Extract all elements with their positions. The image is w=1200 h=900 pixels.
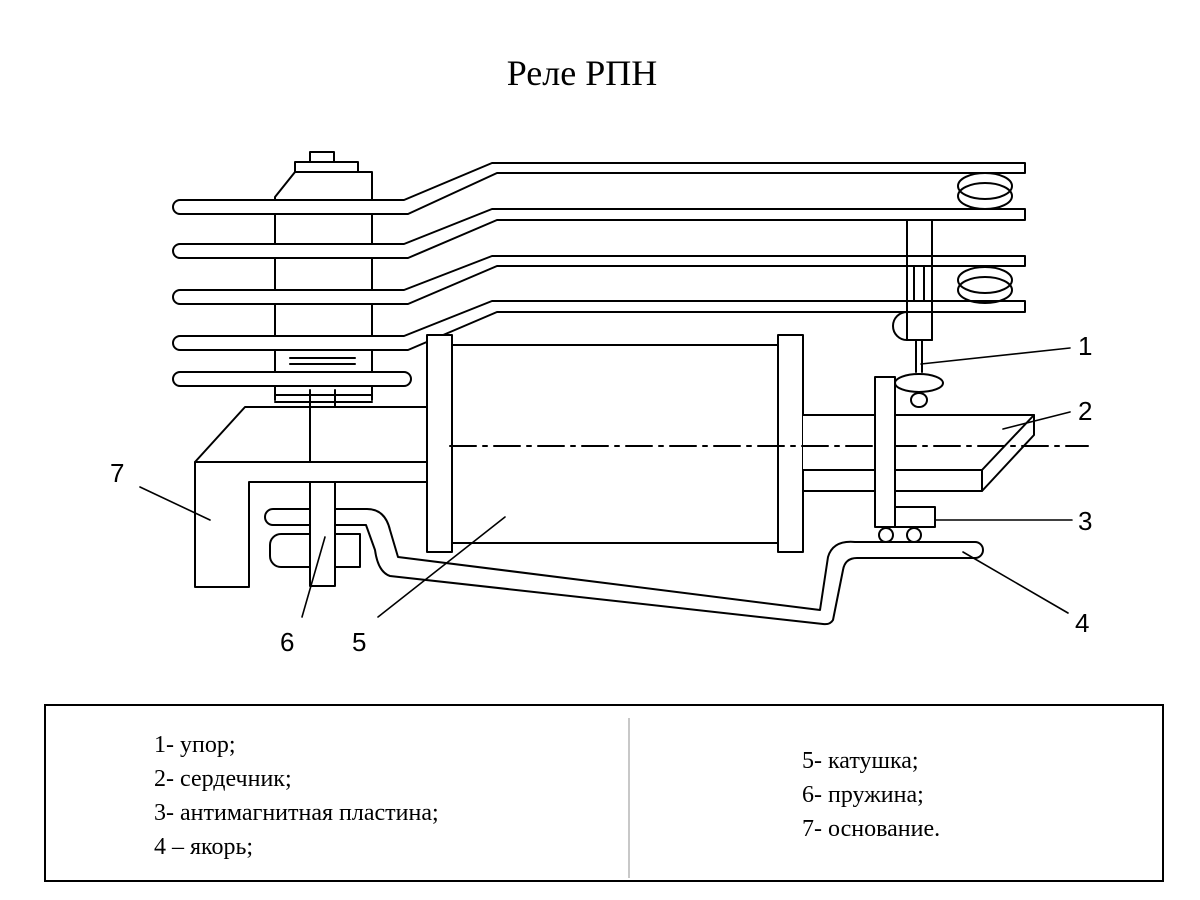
legend-left-column: 1- упор; 2- сердечник; 3- антимагнитная … [154,728,439,864]
coil [426,334,804,553]
legend-divider [628,718,630,878]
legend-item-stop: 1- упор; [154,732,236,758]
leader-lines [139,347,1073,618]
diagram-title: Реле РПН [506,53,658,93]
contact-rivets [957,172,1013,304]
legend-item-core: 2- сердечник; [154,766,292,792]
legend-item-armature: 4 – якорь; [154,834,254,860]
callout-7: 7 [110,458,124,488]
contact-springs [172,162,1026,387]
armature [264,508,984,626]
callout-6: 6 [280,627,294,657]
callout-3: 3 [1078,506,1092,536]
legend-item-antimagnetic-plate: 3- антимагнитная пластина; [154,800,439,826]
callout-1: 1 [1078,331,1092,361]
legend-item-base: 7- основание. [802,816,941,842]
callout-4: 4 [1075,608,1089,638]
core [449,414,1089,492]
spring [269,481,361,587]
callout-2: 2 [1078,396,1092,426]
legend-item-spring: 6- пружина; [802,782,924,808]
legend-box: 1- упор; 2- сердечник; 3- антимагнитная … [44,704,1164,882]
stop [892,219,944,408]
legend-right-column: 5- катушка; 6- пружина; 7- основание. [802,744,940,846]
legend-item-coil: 5- катушка; [802,748,919,774]
callout-5: 5 [352,627,366,657]
relay-drawing: 1 2 3 4 5 6 7 [110,151,1092,657]
